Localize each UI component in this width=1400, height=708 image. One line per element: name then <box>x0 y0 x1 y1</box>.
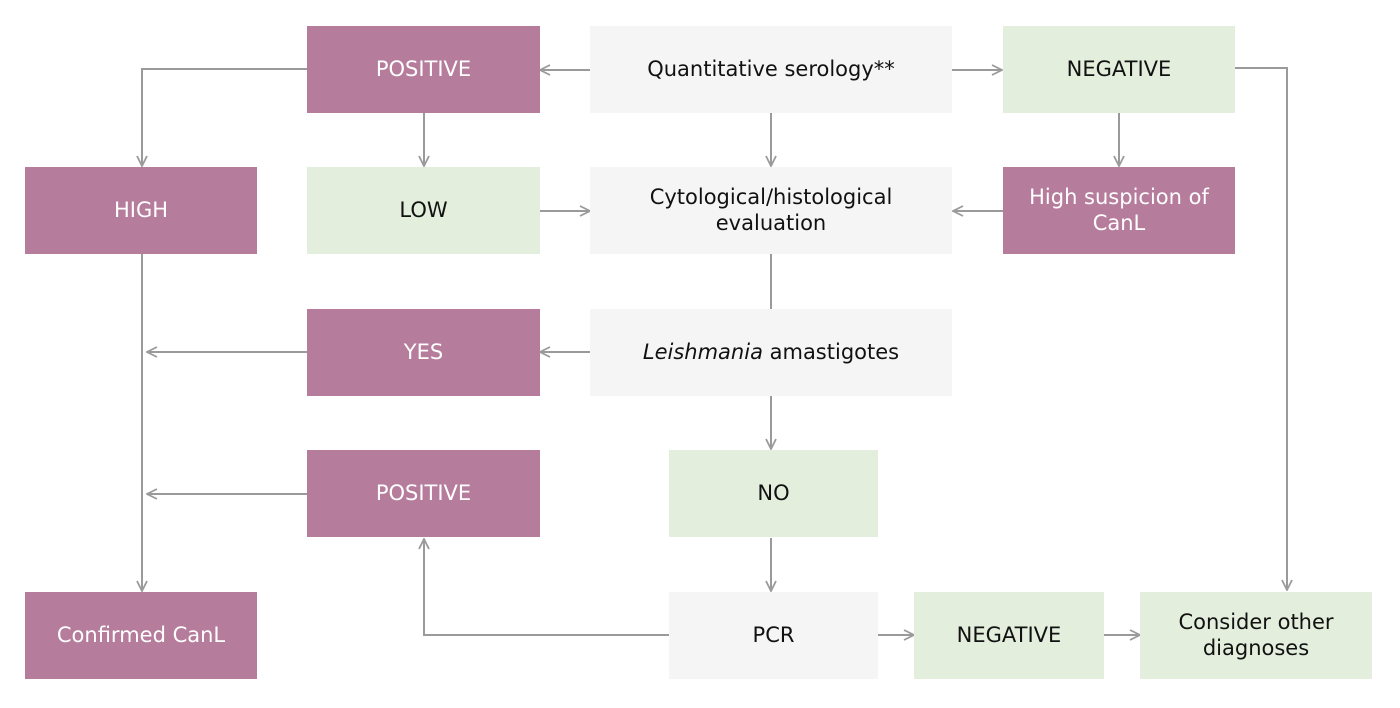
node-leishmania-amastigotes: Leishmania amastigotes <box>590 309 952 396</box>
node-positive-serology: POSITIVE <box>307 26 540 113</box>
node-label: YES <box>403 339 444 364</box>
node-label: HIGH <box>113 197 169 222</box>
node-label: NEGATIVE <box>1066 56 1172 81</box>
node-high-suspicion: High suspicion of CanL <box>1003 167 1235 254</box>
node-label-italic: Leishmania <box>642 339 763 364</box>
node-label: Confirmed CanL <box>56 622 226 647</box>
connector-positive-to-high <box>142 68 307 166</box>
connector-pcr-to-positive <box>424 539 669 636</box>
node-label-line2: CanL <box>1092 210 1146 235</box>
node-label: Quantitative serology** <box>647 56 895 81</box>
node-yes: YES <box>307 309 540 396</box>
node-confirmed-canl: Confirmed CanL <box>25 592 257 679</box>
node-positive-pcr: POSITIVE <box>307 450 540 537</box>
node-no: NO <box>669 450 878 537</box>
node-label: NO <box>757 480 790 505</box>
node-negative-pcr: NEGATIVE <box>914 592 1104 679</box>
node-cytological-evaluation: Cytological/histological evaluation <box>590 167 952 254</box>
node-pcr: PCR <box>669 592 878 679</box>
node-label: PCR <box>752 622 795 647</box>
node-label-line2: evaluation <box>715 210 827 235</box>
node-low: LOW <box>307 167 540 254</box>
node-label: POSITIVE <box>375 480 472 505</box>
node-negative-serology: NEGATIVE <box>1003 26 1235 113</box>
connector-negative-to-consider <box>1235 67 1287 590</box>
node-label-line1: High suspicion of <box>1029 185 1209 210</box>
node-consider-other-diagnoses: Consider other diagnoses <box>1140 592 1372 679</box>
node-label-line1: Cytological/histological <box>649 185 893 210</box>
node-quantitative-serology: Quantitative serology** <box>590 26 952 113</box>
node-label-line1: Consider other <box>1178 610 1334 635</box>
node-label: LOW <box>399 197 448 222</box>
node-label-rest: amastigotes <box>762 339 900 364</box>
node-label: Leishmania amastigotes <box>643 340 899 365</box>
node-high: HIGH <box>25 167 257 254</box>
node-label: NEGATIVE <box>956 622 1062 647</box>
node-label: POSITIVE <box>375 56 472 81</box>
node-label-line2: diagnoses <box>1202 635 1310 660</box>
